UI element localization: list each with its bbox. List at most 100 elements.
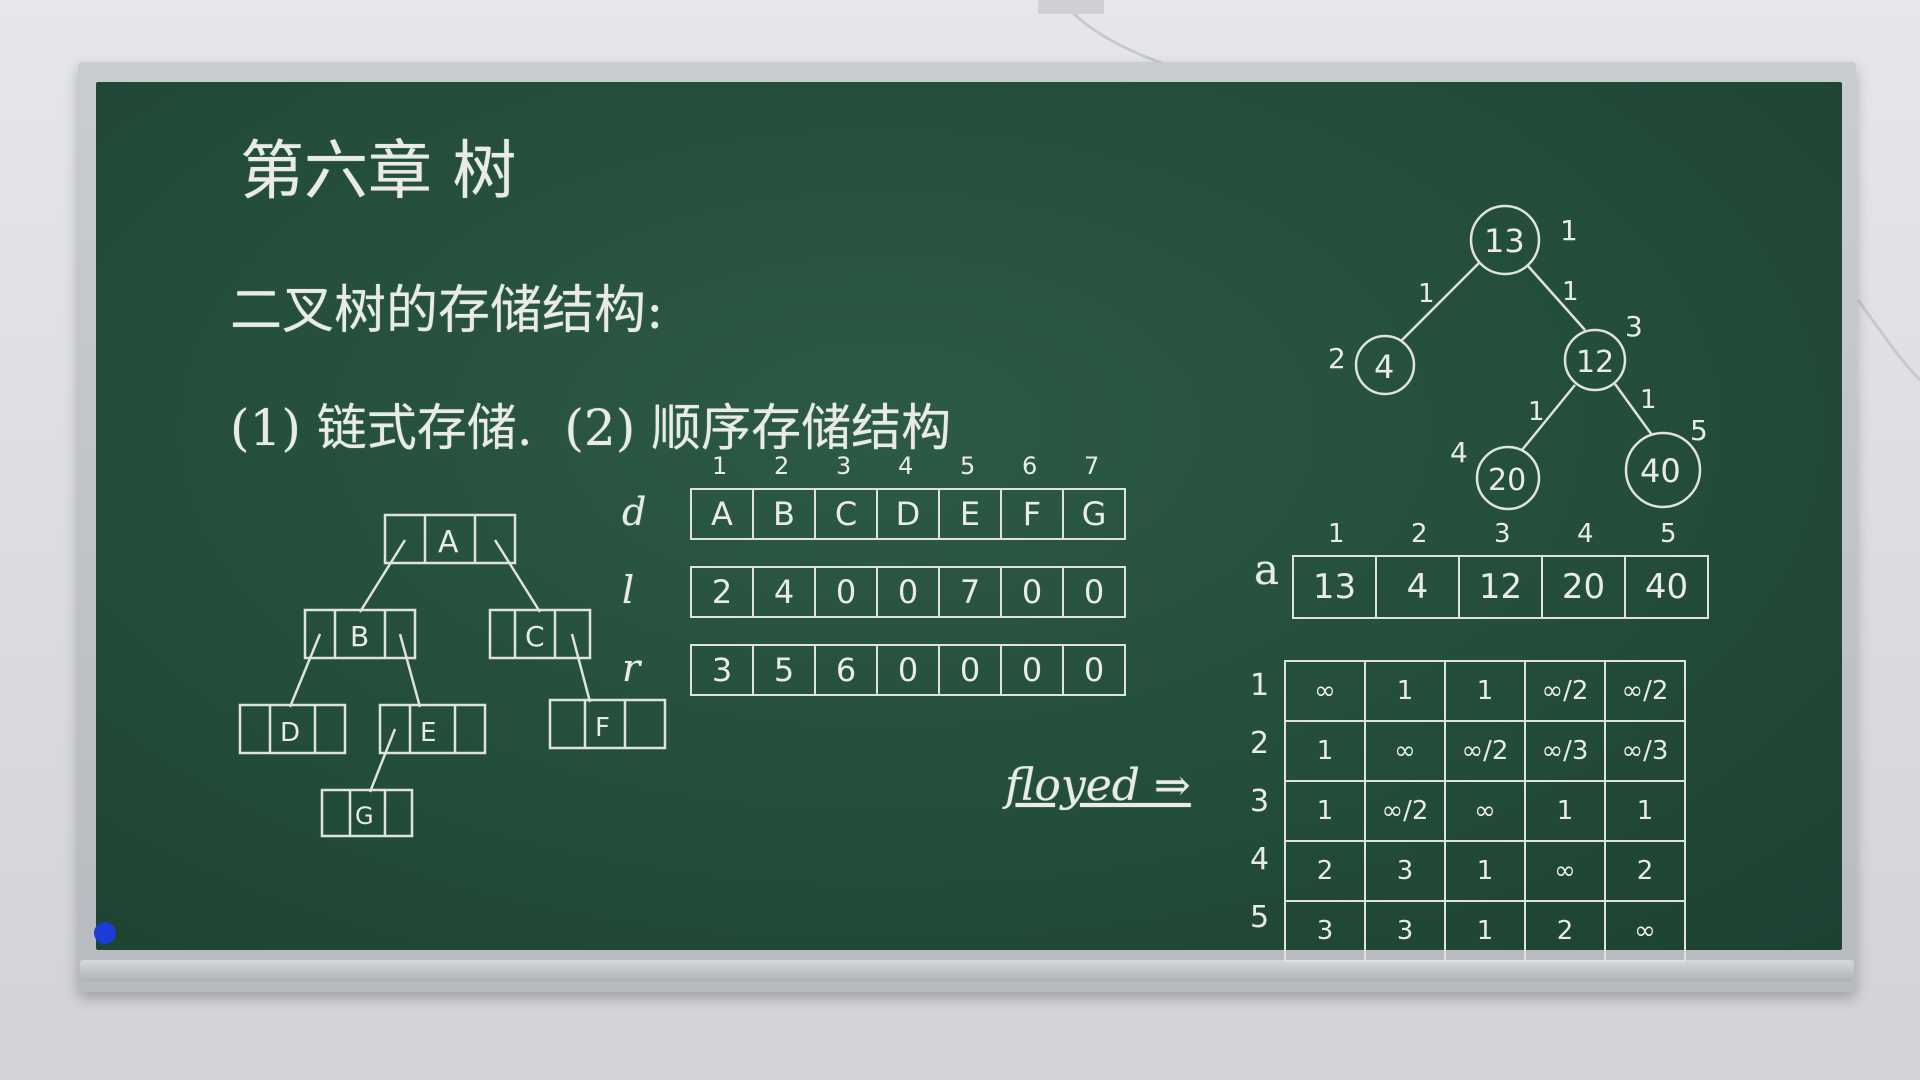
matrix-cell: 1 xyxy=(1604,780,1686,842)
node-e: E xyxy=(420,718,436,748)
tree-node-5: 40 xyxy=(1640,452,1681,490)
array-a-cell: 4 xyxy=(1375,555,1460,619)
seq-cell: C xyxy=(814,488,878,540)
seq-index: 2 xyxy=(774,452,790,480)
matrix-cell: 3 xyxy=(1284,900,1366,962)
seq-cell: 7 xyxy=(938,566,1002,618)
seq-index: 6 xyxy=(1022,452,1038,480)
matrix-cell: ∞ xyxy=(1604,900,1686,962)
tree-index-3: 3 xyxy=(1625,310,1643,343)
matrix-cell: ∞ xyxy=(1284,660,1366,722)
tree-node-2: 4 xyxy=(1374,348,1394,386)
tree-index-5: 5 xyxy=(1690,414,1708,447)
matrix-cell: 1 xyxy=(1284,780,1366,842)
seq-cell: 0 xyxy=(814,566,878,618)
matrix-cell: 1 xyxy=(1524,780,1606,842)
matrix-cell: 1 xyxy=(1444,660,1526,722)
edge-weight: 1 xyxy=(1562,277,1579,307)
tree-node-3: 12 xyxy=(1576,345,1614,380)
chapter-title: 第六章 树 xyxy=(240,135,517,209)
edge-weight: 1 xyxy=(1528,397,1545,427)
node-g: G xyxy=(355,802,374,830)
node-a: A xyxy=(438,525,459,560)
node-c: C xyxy=(525,620,545,653)
array-a-index: 2 xyxy=(1411,519,1428,549)
array-a-index: 1 xyxy=(1328,519,1345,549)
seq-index: 7 xyxy=(1084,452,1100,480)
edge-weight: 1 xyxy=(1640,385,1657,415)
tree-index-4: 4 xyxy=(1450,436,1468,469)
matrix-cell: ∞ xyxy=(1444,780,1526,842)
tree-node-4: 20 xyxy=(1488,463,1526,498)
seq-row-label: d xyxy=(622,490,647,534)
seq-cell: 0 xyxy=(1000,566,1064,618)
array-a-cell: 13 xyxy=(1292,555,1377,619)
subtitle: 二叉树的存储结构: xyxy=(230,281,664,341)
storage-types: (1) 链式存储. (2) 顺序存储结构 xyxy=(230,399,952,457)
seq-cell: 0 xyxy=(1062,644,1126,696)
seq-cell: 4 xyxy=(752,566,816,618)
node-b: B xyxy=(350,620,369,653)
matrix-row-label: 3 xyxy=(1250,784,1270,819)
matrix-cell: ∞/2 xyxy=(1444,720,1526,782)
matrix-cell: 3 xyxy=(1364,840,1446,902)
array-a-index: 5 xyxy=(1660,519,1677,549)
seq-cell: 0 xyxy=(938,644,1002,696)
tree-index-2: 2 xyxy=(1328,342,1346,375)
seq-cell: 5 xyxy=(752,644,816,696)
matrix-row-label: 5 xyxy=(1250,900,1270,935)
seq-cell: 0 xyxy=(876,644,940,696)
array-a-cell: 40 xyxy=(1624,555,1709,619)
matrix-row-label: 1 xyxy=(1250,668,1270,703)
array-a-cell: 20 xyxy=(1541,555,1626,619)
seq-cell: B xyxy=(752,488,816,540)
seq-cell: 2 xyxy=(690,566,754,618)
chalk-tray xyxy=(80,960,1854,982)
seq-cell: 0 xyxy=(876,566,940,618)
seq-cell: A xyxy=(690,488,754,540)
matrix-cell: 1 xyxy=(1284,720,1366,782)
seq-row-label: r xyxy=(622,646,641,690)
seq-cell: G xyxy=(1062,488,1126,540)
seq-cell: F xyxy=(1000,488,1064,540)
matrix-cell: ∞/2 xyxy=(1524,660,1606,722)
seq-cell: 6 xyxy=(814,644,878,696)
matrix-cell: ∞ xyxy=(1524,840,1606,902)
node-f: F xyxy=(595,713,610,743)
matrix-cell: 1 xyxy=(1444,900,1526,962)
matrix-cell: ∞/2 xyxy=(1364,780,1446,842)
matrix-cell: 1 xyxy=(1444,840,1526,902)
matrix-cell: 3 xyxy=(1364,900,1446,962)
seq-cell: D xyxy=(876,488,940,540)
seq-index: 4 xyxy=(898,452,914,480)
seq-cell: 0 xyxy=(1000,644,1064,696)
matrix-cell: 2 xyxy=(1604,840,1686,902)
matrix-cell: 2 xyxy=(1524,900,1606,962)
seq-index: 3 xyxy=(836,452,852,480)
array-a-index: 4 xyxy=(1577,519,1594,549)
matrix-cell: ∞ xyxy=(1364,720,1446,782)
matrix-cell: 2 xyxy=(1284,840,1366,902)
tree-node-1: 13 xyxy=(1484,222,1525,260)
array-a-index: 3 xyxy=(1494,519,1511,549)
tree-index-1: 1 xyxy=(1560,214,1578,247)
seq-index: 1 xyxy=(712,452,728,480)
matrix-cell: ∞/3 xyxy=(1524,720,1606,782)
matrix-cell: 1 xyxy=(1364,660,1446,722)
floyed-label: floyed ⇒ xyxy=(1005,760,1191,811)
matrix-cell: ∞/2 xyxy=(1604,660,1686,722)
array-a-label: a xyxy=(1254,545,1280,594)
magnet xyxy=(94,922,116,944)
seq-cell: E xyxy=(938,488,1002,540)
matrix-row-label: 2 xyxy=(1250,726,1270,761)
edge-weight: 1 xyxy=(1418,279,1435,309)
seq-cell: 0 xyxy=(1062,566,1126,618)
array-a-cell: 12 xyxy=(1458,555,1543,619)
